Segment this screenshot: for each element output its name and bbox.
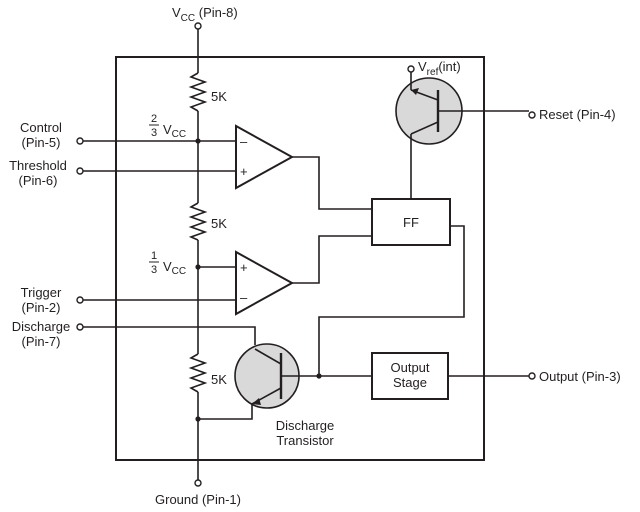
vref-label: Vref(int)	[418, 59, 461, 78]
resistor-middle	[188, 202, 208, 241]
flipflop-label: FF	[403, 215, 419, 230]
lower-comparator-plus: +	[240, 260, 248, 275]
threshold-terminal	[76, 167, 84, 175]
output-terminal	[528, 372, 536, 380]
lower-comparator	[235, 250, 295, 316]
resistor-bottom-label: 5K	[211, 372, 227, 387]
threshold-pin-label: Threshold(Pin-6)	[9, 158, 67, 188]
svg-text:3: 3	[151, 127, 157, 139]
lower-reference-level: 1 3 VCC	[149, 250, 186, 277]
reset-pin-label: Reset (Pin-4)	[539, 107, 616, 122]
svg-text:1: 1	[151, 250, 157, 262]
output-pin-label: Output (Pin-3)	[539, 369, 621, 384]
upper-comparator-minus: –	[240, 134, 248, 149]
trigger-terminal	[76, 296, 84, 304]
upper-comparator	[235, 124, 295, 190]
resistor-bottom	[188, 353, 208, 393]
upper-comparator-plus: +	[240, 164, 248, 179]
reset-terminal	[528, 111, 536, 119]
vcc-terminal	[194, 22, 202, 30]
resistor-middle-label: 5K	[211, 216, 227, 231]
svg-text:3: 3	[151, 264, 157, 276]
svg-text:2: 2	[151, 113, 157, 125]
trigger-pin-label: Trigger(Pin-2)	[21, 285, 62, 315]
vref-terminal	[407, 65, 415, 73]
discharge-pin-label: Discharge(Pin-7)	[12, 319, 71, 349]
svg-text:VCC: VCC	[163, 259, 186, 277]
discharge-terminal	[76, 323, 84, 331]
control-terminal	[76, 137, 84, 145]
resistor-top	[188, 72, 208, 112]
svg-text:VCC: VCC	[163, 122, 186, 140]
ground-terminal	[194, 479, 202, 487]
ground-pin-label: Ground (Pin-1)	[155, 492, 241, 507]
vcc-pin-label: VCC (Pin-8)	[172, 5, 238, 24]
chip-outline	[115, 56, 485, 461]
upper-reference-level: 2 3 VCC	[149, 113, 186, 140]
resistor-top-label: 5K	[211, 89, 227, 104]
control-pin-label: Control(Pin-5)	[20, 120, 62, 150]
lower-comparator-minus: –	[240, 290, 248, 305]
